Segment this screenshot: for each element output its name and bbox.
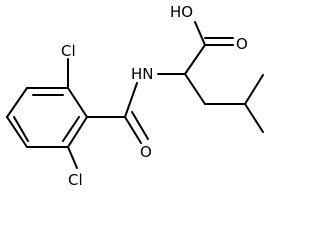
amide-c-n-bond [124,82,138,118]
ring-double-bond [62,116,80,142]
ring-double-bond [13,116,29,142]
chlorine-top-label: Cl [61,42,76,60]
atom-labels: HO O HN O Cl Cl [61,3,248,189]
c-cl-bond-bottom [67,146,78,169]
amide-nitrogen-label: HN [131,65,154,83]
alpha-ch2-bond [184,73,206,105]
acid-c-oh-bond [194,21,206,46]
hydroxyl-label: HO [170,3,193,21]
structure-drawing: HO O HN O Cl Cl [6,3,264,189]
ch-methyl-bond [244,74,264,105]
acid-oxygen-label: O [236,35,248,53]
ch-methyl-bond [244,103,264,133]
bonds [6,21,264,169]
ring-bond [67,116,88,148]
chlorine-bottom-label: Cl [68,171,83,189]
ring-bond [67,87,88,118]
amide-c-o-double-bond [131,111,149,140]
ring-bond [6,116,28,148]
amide-c-o-double-bond [124,116,142,144]
amide-oxygen-label: O [140,143,152,161]
ring-bond [6,87,28,118]
alpha-carboxyl-bond [184,44,206,75]
molecule-diagram: HO O HN O Cl Cl [6,3,264,189]
